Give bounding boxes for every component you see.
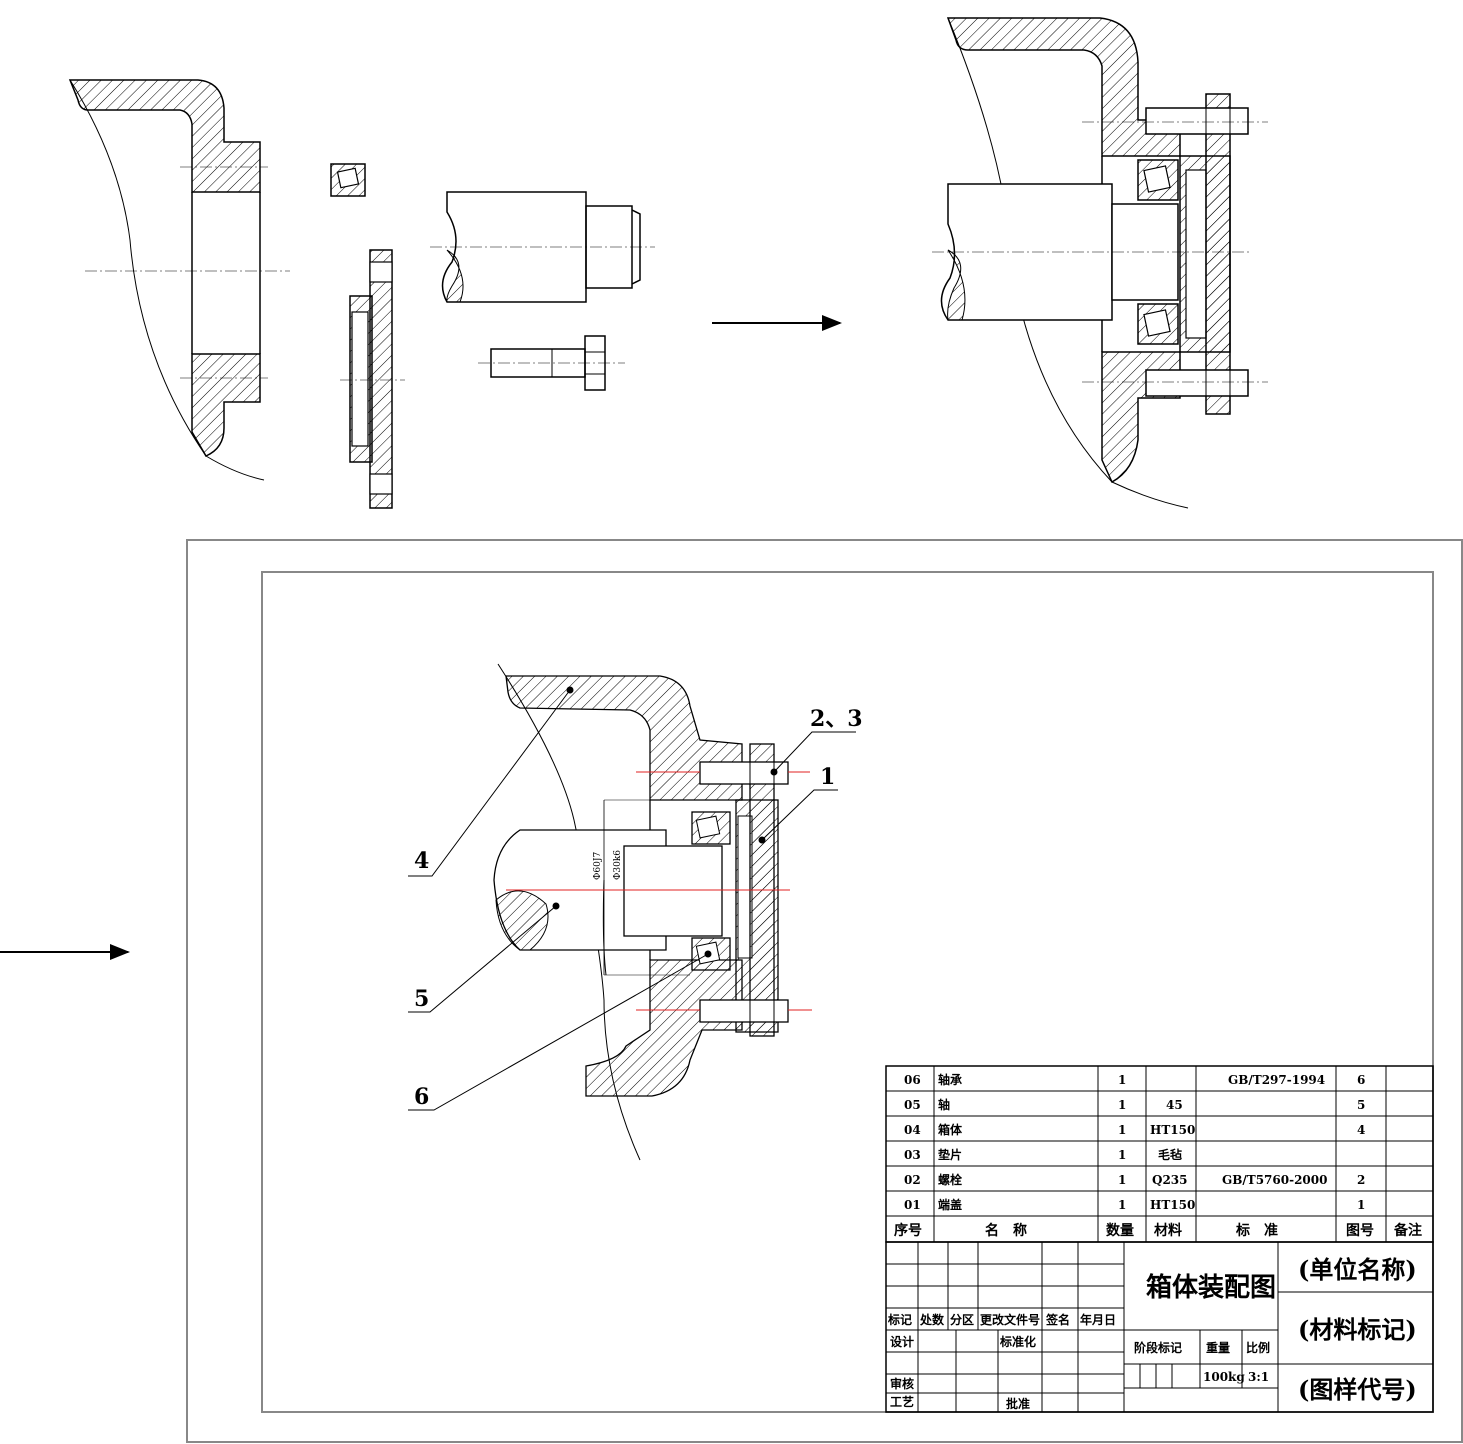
label-stage-mark: 阶段标记 xyxy=(1134,1340,1182,1355)
bom-row-4-no: 04 xyxy=(904,1123,921,1137)
bom-table: 06 轴承 1 GB/T297-1994 6 05 轴 1 45 5 04 箱体… xyxy=(885,1065,1434,1243)
assembled-view xyxy=(932,17,1268,509)
bom-row-5-drawing: 5 xyxy=(1357,1098,1365,1112)
bom-header-name: 名 称 xyxy=(985,1222,1027,1239)
bom-row-3-qty: 1 xyxy=(1118,1148,1126,1162)
bom-row-5-name: 轴 xyxy=(938,1097,950,1112)
bom-row-3-name: 垫片 xyxy=(938,1147,962,1162)
label-scale: 比例 xyxy=(1246,1340,1270,1355)
bom-row-6-no: 06 xyxy=(904,1073,921,1087)
label-standardize: 标准化 xyxy=(999,1334,1036,1349)
drawing-title: 箱体装配图 xyxy=(1146,1272,1276,1303)
bom-header-material: 材料 xyxy=(1154,1222,1182,1239)
bom-row-1-drawing: 1 xyxy=(1357,1198,1365,1212)
label-review: 审核 xyxy=(890,1376,914,1391)
bom-row-1-no: 01 xyxy=(904,1198,921,1212)
material-mark: (材料标记) xyxy=(1298,1315,1417,1344)
rev-label-count: 处数 xyxy=(919,1312,945,1327)
rev-label-mark: 标记 xyxy=(887,1312,912,1327)
exploded-bearing xyxy=(330,163,366,197)
unit-name: (单位名称) xyxy=(1298,1255,1417,1284)
bom-row-2-no: 02 xyxy=(904,1173,921,1187)
exploded-bolt xyxy=(478,335,625,391)
sheet-callouts: 2、3 1 4 5 6 Φ60J7 Φ30k6 xyxy=(414,706,863,1110)
bom-row-1-name: 端盖 xyxy=(938,1197,962,1212)
callout-6: 6 xyxy=(414,1084,429,1110)
bom-row-4-drawing: 4 xyxy=(1357,1123,1365,1137)
callout-1: 1 xyxy=(820,764,835,790)
bom-row-5-material: 45 xyxy=(1166,1098,1183,1112)
exploded-end-cap xyxy=(340,249,405,509)
bom-row-6-standard: GB/T297-1994 xyxy=(1228,1073,1325,1087)
rev-label-doc: 更改文件号 xyxy=(980,1312,1040,1327)
bom-row-4-qty: 1 xyxy=(1118,1123,1126,1137)
rev-label-zone: 分区 xyxy=(950,1312,974,1327)
value-weight: 100kg xyxy=(1203,1370,1245,1384)
drawing-code: (图样代号) xyxy=(1298,1375,1417,1404)
rev-label-date: 年月日 xyxy=(1080,1312,1116,1327)
callout-2-3: 2、3 xyxy=(810,706,863,732)
bom-row-2-drawing: 2 xyxy=(1357,1173,1365,1187)
sheet-section-view xyxy=(408,663,856,1161)
bom-row-2-material: Q235 xyxy=(1152,1173,1188,1187)
bom-row-5-qty: 1 xyxy=(1118,1098,1126,1112)
dim-inner: Φ30k6 xyxy=(613,850,623,880)
bom-row-3-material: 毛毡 xyxy=(1158,1147,1182,1162)
exploded-shaft xyxy=(430,191,655,303)
sheet-outer-border xyxy=(186,539,1463,1443)
label-process: 工艺 xyxy=(890,1394,914,1409)
bom-header-drawing: 图号 xyxy=(1346,1223,1374,1239)
bom-row-6-drawing: 6 xyxy=(1357,1073,1365,1087)
callout-4: 4 xyxy=(414,848,429,874)
exploded-housing xyxy=(68,79,290,481)
label-design: 设计 xyxy=(890,1334,914,1349)
value-scale: 3:1 xyxy=(1248,1370,1269,1384)
bom-row-2-name: 螺栓 xyxy=(938,1172,962,1187)
dim-outer: Φ60J7 xyxy=(593,852,603,880)
title-block: 标记 处数 分区 更改文件号 签名 年月日 设计 标准化 审核 工艺 批准 阶段… xyxy=(885,1241,1434,1413)
bom-row-1-qty: 1 xyxy=(1118,1198,1126,1212)
bom-row-5-no: 05 xyxy=(904,1098,921,1112)
bom-row-6-qty: 1 xyxy=(1118,1073,1126,1087)
label-weight: 重量 xyxy=(1206,1340,1230,1355)
bom-row-4-name: 箱体 xyxy=(938,1122,963,1137)
bom-row-2-standard: GB/T5760-2000 xyxy=(1222,1173,1327,1187)
bom-row-2-qty: 1 xyxy=(1118,1173,1126,1187)
label-approve: 批准 xyxy=(1006,1396,1030,1411)
bom-row-4-material: HT150 xyxy=(1150,1123,1195,1137)
callout-5: 5 xyxy=(414,986,429,1012)
bom-header-remark: 备注 xyxy=(1393,1222,1422,1239)
bom-row-3-no: 03 xyxy=(904,1148,921,1162)
bom-header-qty: 数量 xyxy=(1106,1222,1134,1239)
bom-header-standard: 标 准 xyxy=(1235,1222,1278,1239)
bom-header-no: 序号 xyxy=(894,1222,922,1239)
sheet-inner-border xyxy=(261,571,1434,1413)
bom-row-6-name: 轴承 xyxy=(938,1072,962,1087)
rev-label-sign: 签名 xyxy=(1045,1312,1070,1327)
bom-row-1-material: HT150 xyxy=(1150,1198,1195,1212)
